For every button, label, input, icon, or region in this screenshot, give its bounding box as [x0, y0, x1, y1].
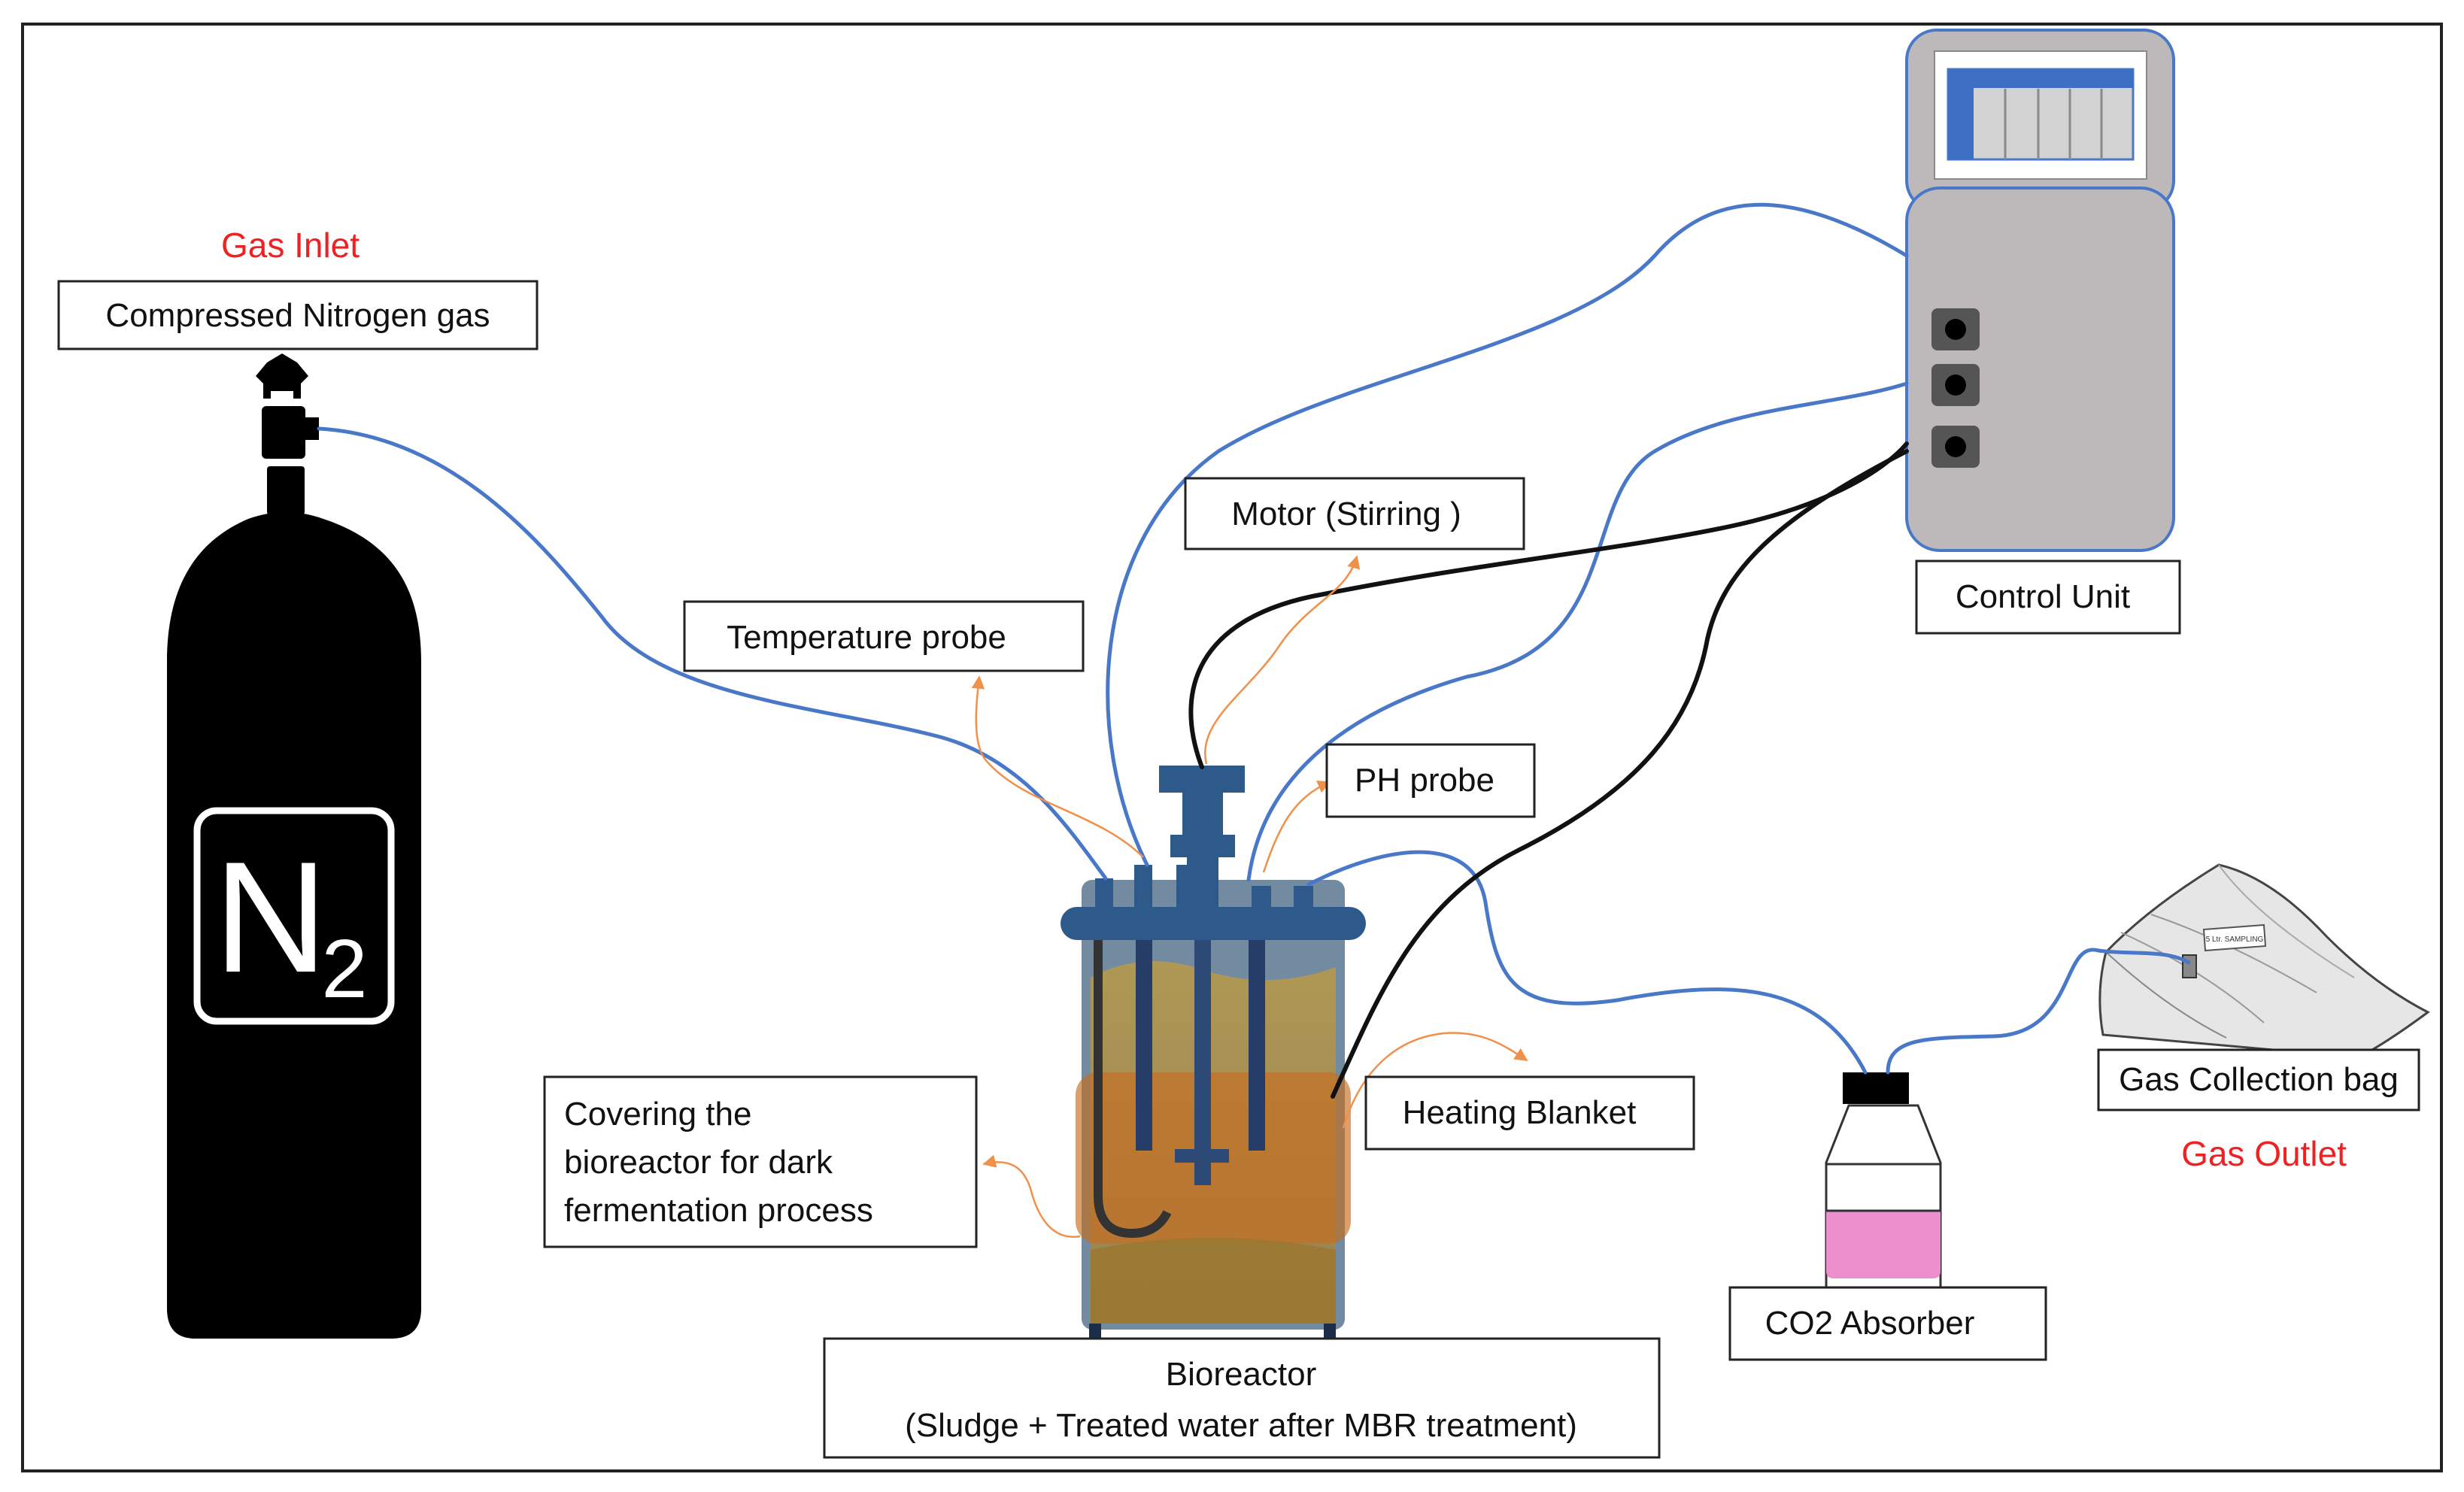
ph-probe-label: PH probe [1355, 762, 1494, 799]
covering-label-line-3: fermentation process [564, 1192, 873, 1229]
diagram-frame [21, 23, 2443, 1472]
nitrogen-label-box: Compressed Nitrogen gas [57, 280, 539, 350]
gas-collection-bag-label: Gas Collection bag [2119, 1061, 2399, 1098]
n2-subscript: 2 [321, 923, 367, 1015]
bioreactor-label-line-2: (Sludge + Treated water after MBR treatm… [905, 1407, 1577, 1444]
n2-letter: N [214, 829, 328, 1005]
heating-blanket-label: Heating Blanket [1403, 1094, 1637, 1131]
covering-label-line-1: Covering the [564, 1096, 751, 1133]
ph-probe-label-box: PH probe [1325, 743, 1536, 818]
annotation-arrows [971, 555, 1528, 1239]
co2-absorber-label-box: CO2 Absorber [1728, 1286, 2047, 1361]
gas-collection-bag: 5 Ltr. SAMPLING [2098, 863, 2430, 1059]
nitrogen-cylinder: N 2 [167, 353, 421, 1339]
heating-blanket-label-box: Heating Blanket [1364, 1075, 1695, 1151]
gas-tubes [317, 202, 2191, 1075]
covering-label-line-2: bioreactor for dark [564, 1144, 833, 1181]
co2-absorber-bottle [1825, 1072, 1942, 1302]
control-unit-label: Control Unit [1956, 578, 2130, 615]
bag-tag-text: 5 Ltr. SAMPLING [2206, 936, 2264, 944]
co2-absorber-label: CO2 Absorber [1765, 1305, 1975, 1342]
gas-inlet-label: Gas Inlet [221, 226, 360, 265]
temperature-probe-label: Temperature probe [727, 619, 1006, 656]
nitrogen-label: Compressed Nitrogen gas [105, 297, 490, 334]
control-cables [1188, 441, 1909, 1099]
temperature-probe-label-box: Temperature probe [683, 600, 1085, 672]
bioreactor-vessel [1061, 766, 1366, 1348]
control-unit [1905, 29, 2175, 552]
bioreactor-label-box: Bioreactor (Sludge + Treated water after… [823, 1337, 1661, 1459]
control-unit-label-box: Control Unit [1915, 560, 2181, 635]
motor-label-box: Motor (Stirring ) [1184, 477, 1525, 550]
covering-label-box: Covering the bioreactor for dark ferment… [543, 1075, 978, 1248]
gas-outlet-label: Gas Outlet [2181, 1134, 2347, 1173]
bioreactor-label-line-1: Bioreactor [1166, 1356, 1317, 1393]
gas-collection-bag-label-box: Gas Collection bag [2097, 1048, 2420, 1111]
motor-label: Motor (Stirring ) [1231, 496, 1461, 532]
